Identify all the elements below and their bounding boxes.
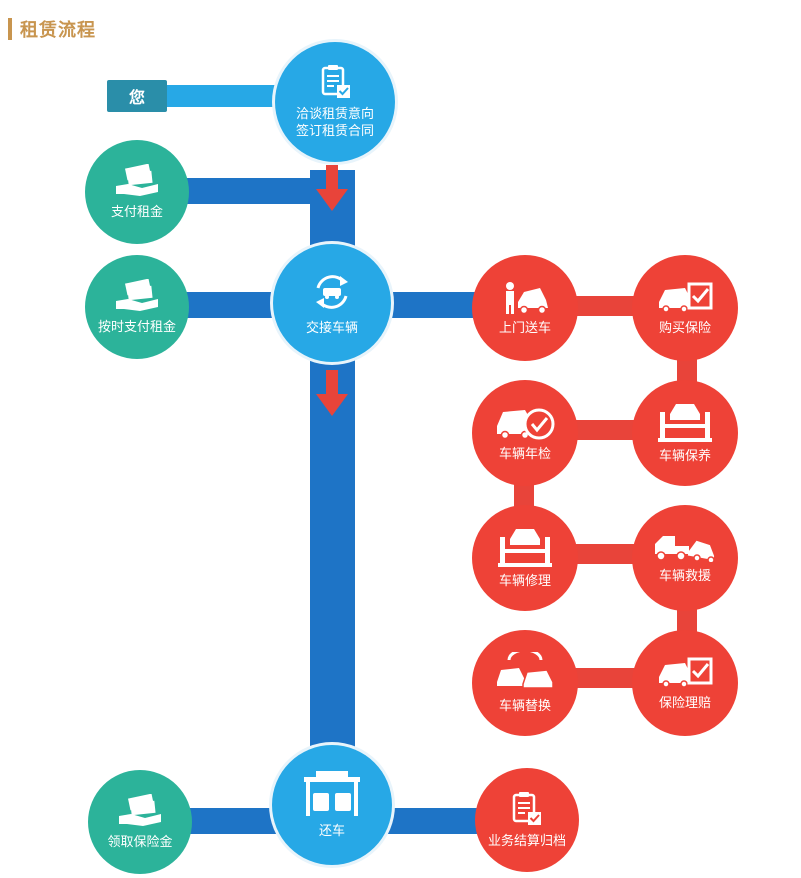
rescue-label: 车辆救援: [658, 568, 711, 584]
car-check-icon: [659, 657, 713, 688]
annual-inspection-label: 车辆年检: [498, 446, 551, 462]
node-door-delivery: 上门送车: [472, 255, 578, 361]
garage-icon: [304, 770, 360, 816]
red-link-3: [560, 420, 650, 440]
negotiate-label-2: 签订租赁合同: [295, 124, 374, 139]
car-lift-icon: [498, 528, 552, 567]
door-delivery-label: 上门送车: [498, 320, 551, 336]
repair-label: 车辆修理: [498, 573, 551, 589]
car-swap-icon: [497, 651, 554, 689]
maintenance-label: 车辆保养: [658, 448, 711, 464]
node-insurance-claim: 保险理赔: [632, 630, 738, 736]
return-label: 还车: [318, 823, 345, 839]
page-title: 租赁流程: [20, 20, 96, 41]
document-check-icon: [512, 791, 541, 825]
car-inspection-icon: [497, 408, 555, 439]
red-link-7: [560, 668, 650, 688]
contract-icon: [321, 65, 350, 98]
car-check-icon: [659, 282, 713, 313]
node-negotiate: 洽谈租赁意向 签订租赁合同: [275, 42, 395, 162]
replacement-label: 车辆替换: [498, 698, 551, 714]
node-archive: 业务结算归档: [475, 768, 579, 872]
node-rescue: 车辆救援: [632, 505, 738, 611]
connector-pay-rent: [180, 178, 315, 204]
deliver-label: 交接车辆: [305, 320, 358, 336]
down-arrow-1: [316, 165, 348, 211]
node-get-deposit: 领取保险金: [88, 770, 192, 874]
car-exchange-icon: [316, 274, 348, 309]
archive-label: 业务结算归档: [487, 833, 566, 849]
node-return: 还车: [272, 745, 392, 865]
node-pay-rent-on-time: 按时支付租金: [85, 255, 189, 359]
negotiate-label-1: 洽谈租赁意向: [295, 107, 374, 122]
pay-rent-on-time-label: 按时支付租金: [97, 319, 176, 335]
node-repair: 车辆修理: [472, 505, 578, 611]
node-pay-rent: 支付租金: [85, 140, 189, 244]
insurance-claim-label: 保险理赔: [658, 695, 711, 711]
node-maintenance: 车辆保养: [632, 380, 738, 486]
cash-hand-icon: [116, 163, 158, 196]
node-replacement: 车辆替换: [472, 630, 578, 736]
mechanic-icon: [506, 281, 548, 314]
car-lift-icon: [658, 403, 712, 442]
cash-hand-icon: [116, 278, 158, 311]
node-deliver: 交接车辆: [273, 244, 391, 362]
title-accent-bar: [8, 18, 12, 40]
tow-truck-icon: [655, 535, 715, 562]
buy-insurance-label: 购买保险: [658, 320, 711, 336]
down-arrow-2: [316, 370, 348, 416]
you-badge: 您: [107, 80, 167, 112]
cash-hand-icon: [119, 793, 161, 826]
red-link-1: [560, 296, 650, 316]
node-buy-insurance: 购买保险: [632, 255, 738, 361]
red-link-5: [560, 544, 650, 564]
get-deposit-label: 领取保险金: [107, 834, 173, 850]
you-connector: [163, 85, 288, 107]
node-annual-inspection: 车辆年检: [472, 380, 578, 486]
pay-rent-label: 支付租金: [110, 204, 163, 220]
